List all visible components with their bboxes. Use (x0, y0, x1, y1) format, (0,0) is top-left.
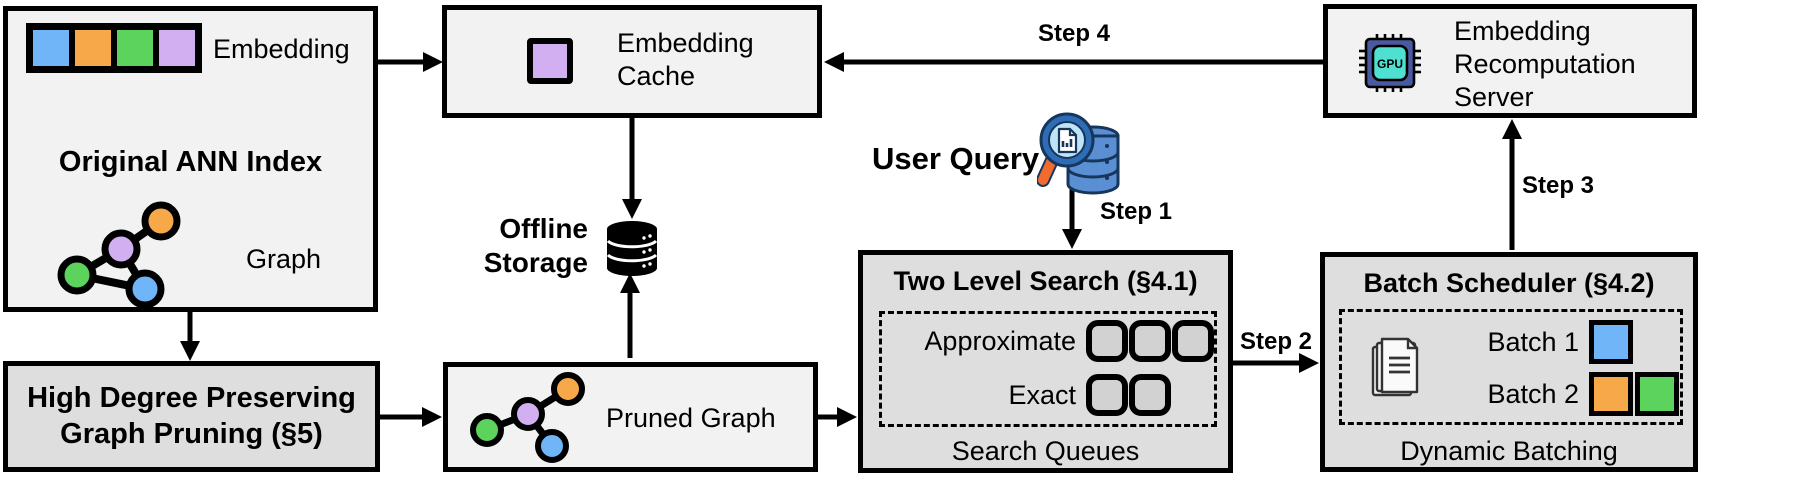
approximate-queue-row: Approximate (890, 320, 1215, 362)
batch2-label: Batch 2 (1487, 378, 1579, 409)
pruned-graph-label: Pruned Graph (606, 403, 776, 433)
pruned-graph-icon (470, 372, 585, 463)
two-level-search-title: Two Level Search (§4.1) (893, 266, 1198, 296)
batch1-label: Batch 1 (1487, 326, 1579, 357)
exact-queue-slots (1086, 374, 1172, 416)
embedding-cell-purple (156, 27, 198, 69)
dynamic-batching-panel: Batch 1 Batch 2 (1339, 309, 1683, 425)
offline-storage-label: Offline Storage (448, 212, 588, 280)
dynamic-batching-caption: Dynamic Batching (1400, 436, 1618, 466)
recomputation-line3: Server (1454, 82, 1534, 112)
offline-storage-line2: Storage (483, 247, 588, 278)
approximate-label: Approximate (924, 325, 1076, 356)
batch2-query-orange (1589, 372, 1633, 416)
embedding-cache-line2: Cache (617, 61, 696, 91)
queue-slot (1172, 320, 1214, 362)
step2-label: Step 2 (1240, 328, 1313, 355)
batch2-query-green (1635, 372, 1679, 416)
embedding-label: Embedding (213, 34, 350, 64)
exact-queue-row: Exact (890, 374, 1172, 416)
embedding-cell-orange (72, 27, 114, 69)
search-queues-caption: Search Queues (951, 436, 1140, 466)
batch1-query-blue (1589, 320, 1633, 364)
embedding-vector-icon (26, 23, 202, 73)
step3-label: Step 3 (1522, 172, 1595, 199)
graph-pruning-line2: Graph Pruning (§5) (60, 418, 323, 450)
database-icon (606, 221, 658, 276)
batch2-row: Batch 2 (1457, 372, 1679, 416)
graph-pruning-box: High Degree Preserving Graph Pruning (§5… (3, 361, 380, 472)
cached-embedding-icon (527, 38, 573, 84)
batch-scheduler-box: Batch Scheduler (§4.2) Batch 1 Batch 2 (1320, 252, 1698, 472)
embedding-cache-box: Embedding Cache (442, 5, 822, 118)
embedding-cache-line1: Embedding (617, 28, 754, 58)
recomputation-line2: Recomputation (1454, 49, 1636, 79)
step1-label: Step 1 (1100, 198, 1173, 225)
user-query-label: User Query (872, 141, 1040, 176)
pruned-graph-box: Pruned Graph (443, 362, 818, 472)
embedding-cache-label: Embedding Cache (617, 27, 754, 93)
queue-slot (1086, 320, 1128, 362)
search-queues-panel: Approximate Exact (879, 311, 1217, 427)
embedding-cell-green (114, 27, 156, 69)
documents-icon (1371, 337, 1419, 397)
batch-scheduler-title: Batch Scheduler (§4.2) (1363, 268, 1655, 298)
exact-label: Exact (1008, 379, 1076, 410)
magnifier-over-database-icon (1037, 112, 1120, 195)
graph-pruning-line1: High Degree Preserving (27, 382, 356, 414)
recomputation-server-label: Embedding Recomputation Server (1454, 15, 1636, 114)
recomputation-server-box: GPU Embedding Recomputation Server (1323, 4, 1697, 118)
step4-label: Step 4 (1038, 20, 1111, 47)
graph-icon (57, 201, 181, 307)
approximate-queue-slots (1086, 320, 1215, 362)
gpu-chip-icon: GPU (1359, 34, 1421, 92)
original-ann-index-box: Embedding Original ANN Index Graph (3, 6, 378, 312)
embedding-cell-blue (30, 27, 72, 69)
two-level-search-box: Two Level Search (§4.1) Approximate Exac… (858, 250, 1233, 473)
graph-label: Graph (246, 244, 322, 274)
queue-slot (1129, 374, 1171, 416)
queue-slot (1086, 374, 1128, 416)
gpu-chip-label: GPU (1377, 57, 1403, 71)
offline-storage-line1: Offline (499, 213, 588, 244)
queue-slot (1129, 320, 1171, 362)
recomputation-line1: Embedding (1454, 16, 1591, 46)
original-ann-index-title: Original ANN Index (58, 146, 323, 178)
graph-pruning-label: High Degree Preserving Graph Pruning (§5… (8, 380, 375, 452)
batch1-row: Batch 1 (1457, 320, 1633, 364)
